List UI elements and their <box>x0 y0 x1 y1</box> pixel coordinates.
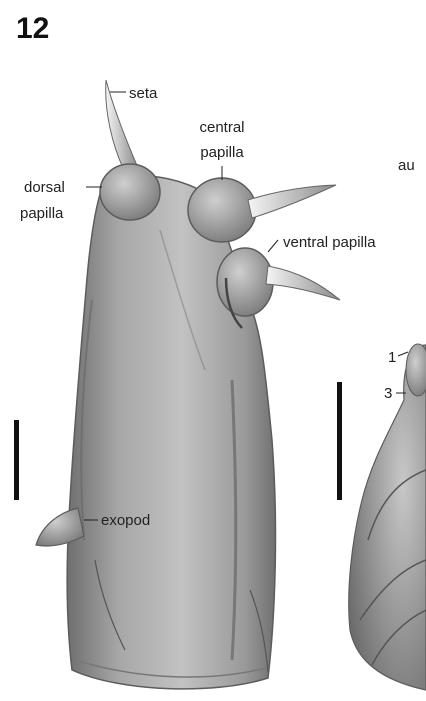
dorsal-papilla-label-2: papilla <box>20 205 64 222</box>
exopod-label: exopod <box>101 512 150 529</box>
adjacent-knob <box>406 344 426 396</box>
scale-bar-left <box>14 420 19 500</box>
scale-bar-right <box>337 382 342 500</box>
central-papilla-label-1: central <box>199 119 244 136</box>
cropped-label: au <box>398 157 415 174</box>
central-papilla-label-2: papilla <box>200 144 244 161</box>
ventral-leader <box>268 240 278 252</box>
marker-1-leader <box>398 352 408 356</box>
dorsal-papilla-label-1: dorsal <box>24 179 65 196</box>
marker-1-label: 1 <box>388 349 396 366</box>
seta-label: seta <box>129 85 158 102</box>
dorsal-papilla <box>100 164 160 220</box>
ventral-spine <box>266 266 340 300</box>
marker-3-label: 3 <box>384 385 392 402</box>
central-papilla <box>188 178 256 242</box>
ventral-papilla-label: ventral papilla <box>283 234 376 251</box>
central-spine <box>248 185 336 218</box>
